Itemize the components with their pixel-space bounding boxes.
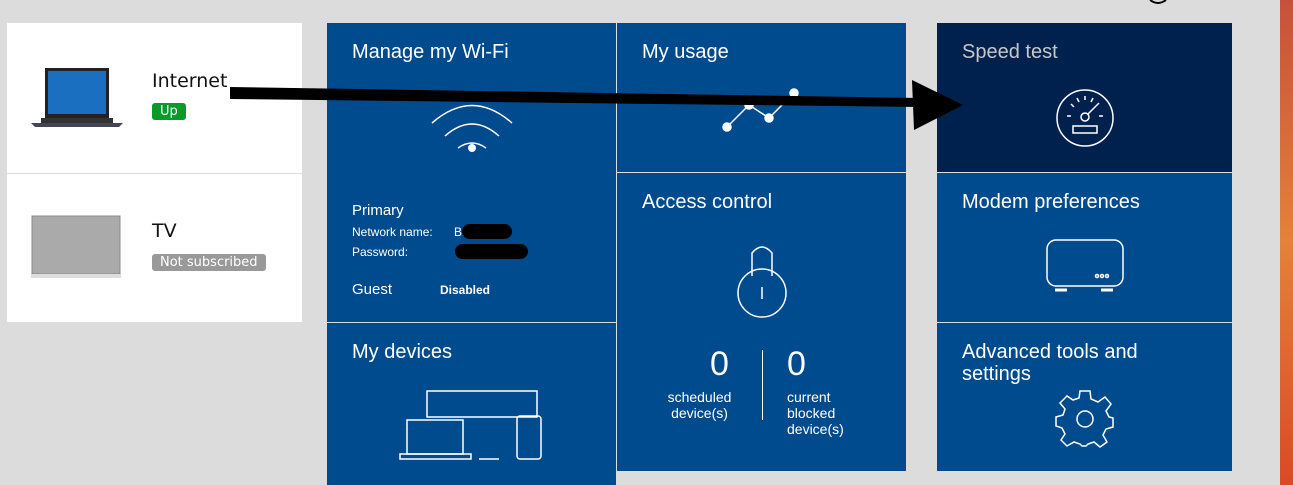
speedometer-icon <box>1056 89 1114 147</box>
guest-value: Disabled <box>440 283 491 297</box>
tile-title: My devices <box>352 341 453 363</box>
status-badge: Up <box>152 103 186 120</box>
service-name: TV <box>152 220 177 242</box>
lock-icon <box>737 246 787 318</box>
laptop-icon <box>31 68 123 127</box>
usage-chart-icon <box>722 88 799 132</box>
network-name-value: B. <box>454 225 466 239</box>
services-card: Internet Up TV Not subscribed <box>7 23 302 322</box>
service-name: Internet <box>152 70 228 92</box>
network-name-label: Network name: <box>352 225 433 239</box>
service-tv[interactable]: TV Not subscribed <box>7 173 302 323</box>
tile-title: Manage my Wi-Fi <box>352 41 509 63</box>
tile-title: Advanced tools and settings <box>962 341 1138 385</box>
tile-speed-test[interactable]: Speed test <box>937 23 1232 172</box>
redaction <box>455 244 528 259</box>
redaction <box>462 224 512 239</box>
desktop-edge <box>1280 0 1293 485</box>
guest-label: Guest <box>352 281 393 298</box>
service-internet[interactable]: Internet Up <box>7 23 302 172</box>
scheduled-label: scheduled device(s) <box>667 389 732 421</box>
tile-title: Modem preferences <box>962 191 1140 213</box>
devices-icon <box>399 390 542 460</box>
modem-icon <box>1046 239 1124 292</box>
divider <box>762 350 763 420</box>
blocked-count: 0 <box>787 345 806 383</box>
tile-title: Speed test <box>962 41 1058 63</box>
blocked-label: current blocked device(s) <box>787 389 844 437</box>
gear-icon <box>1055 390 1114 448</box>
scheduled-count: 0 <box>710 345 729 383</box>
tile-title: Access control <box>642 191 773 213</box>
tile-my-devices[interactable]: My devices <box>327 323 616 485</box>
tv-icon <box>31 215 121 278</box>
tile-manage-wifi[interactable]: Manage my Wi-Fi Primary Network name: B.… <box>327 23 616 322</box>
wifi-icon <box>431 104 513 152</box>
primary-label: Primary <box>352 202 404 219</box>
tile-advanced-tools[interactable]: Advanced tools and settings <box>937 323 1232 471</box>
tile-access-control[interactable]: Access control 0 scheduled device(s) 0 c… <box>617 173 906 471</box>
tile-modem-preferences[interactable]: Modem preferences <box>937 173 1232 322</box>
password-label: Password: <box>352 245 409 259</box>
status-badge: Not subscribed <box>152 254 266 271</box>
tile-title: My usage <box>642 41 729 63</box>
